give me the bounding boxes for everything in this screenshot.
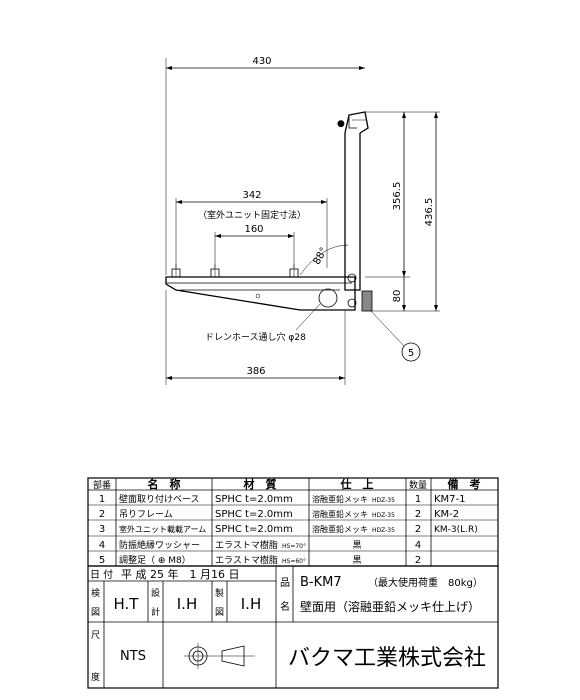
dim-inner-width: 160: [214, 224, 295, 268]
mount-width-label: 342: [242, 190, 261, 201]
row-material: SPHC t=2.0mm: [215, 494, 293, 505]
dim-angle: 88°: [299, 244, 349, 276]
mount-bolt: [289, 264, 299, 278]
date-label: 日 付: [90, 568, 113, 581]
drain-note: ドレンホース通し穴 φ28: [205, 303, 321, 343]
adjusting-foot: [361, 290, 373, 312]
row-finish: 溶融亜鉛メッキ: [312, 524, 368, 534]
row-finish-code: HDZ-35: [372, 527, 395, 534]
mount-bolt: [210, 264, 220, 278]
table-row: 4 防振絶縁ワッシャー エラストマ樹脂 HS=70° 黒 4: [99, 539, 421, 551]
dim-mount-width: 342 （室外ユニット固定寸法）: [175, 190, 328, 268]
row-qty: 2: [415, 555, 421, 566]
dim-heights: 356.5 436.5 80: [365, 111, 440, 312]
row-qty: 1: [415, 494, 421, 505]
table-row: 5 調整足（ ⊕ M8） エラストマ樹脂 HS=60° 黒 2: [99, 554, 421, 566]
table-header: 部番 名 称 材 質 仕 上 数量 備 考: [93, 477, 481, 491]
row-finish: 溶融亜鉛メッキ: [312, 509, 368, 519]
inspector: H.T: [114, 595, 140, 613]
row-name: 調整足（ ⊕ M8）: [119, 554, 191, 566]
projection-symbol-icon: [184, 643, 255, 669]
scale-value: NTS: [120, 649, 146, 664]
row-material: エラストマ樹脂: [215, 554, 278, 566]
row-no: 5: [99, 555, 105, 566]
row-finish-code: HDZ-35: [372, 497, 395, 504]
name-label: 名: [280, 600, 290, 613]
table-row: 1 壁面取り付けベース SPHC t=2.0mm 溶融亜鉛メッキ HDZ-35 …: [99, 493, 466, 505]
row-material-code: HS=70°: [282, 543, 306, 550]
table-row: 2 吊りフレーム SPHC t=2.0mm 溶融亜鉛メッキ HDZ-35 2 K…: [99, 509, 459, 520]
row-no: 3: [99, 524, 105, 535]
product-name: 壁面用（溶融亜鉛メッキ仕上げ）: [300, 599, 480, 614]
row-no: 2: [99, 509, 105, 520]
row-remarks: KM7-1: [434, 494, 466, 505]
row-name: 吊りフレーム: [119, 509, 173, 520]
drain-hole: [318, 288, 338, 308]
design-label-1: 設: [151, 587, 160, 599]
row-remarks: KM-3(L.R): [434, 525, 478, 535]
header-material: 材 質: [244, 477, 277, 491]
row-name: 壁面取り付けベース: [119, 493, 200, 505]
mount-note: （室外ユニット固定寸法）: [198, 209, 306, 221]
row-qty: 2: [415, 509, 421, 520]
bottom-width-label: 386: [246, 366, 265, 377]
parts-table: 部番 名 称 材 質 仕 上 数量 備 考 1 壁面取り付けベース SPHC t…: [87, 477, 499, 567]
row-no: 1: [99, 494, 105, 505]
dim-overall-width: 430: [165, 56, 365, 275]
company-name: バクマ工業株式会社: [288, 646, 486, 671]
table-row: 3 室外ユニット載載アーム SPHC t=2.0mm 溶融亜鉛メッキ HDZ-3…: [99, 524, 478, 535]
row-material: エラストマ樹脂: [215, 539, 278, 551]
product-code: B-KM7: [300, 575, 342, 590]
drafter-label-1: 製: [215, 587, 224, 599]
overall-width-label: 430: [252, 56, 271, 67]
inspect-label-2: 図: [91, 607, 100, 618]
row-finish: 黒: [352, 555, 361, 566]
row-finish: 黒: [352, 540, 361, 551]
header-name: 名 称: [148, 477, 181, 491]
inspect-label-1: 検: [91, 587, 100, 599]
row-finish: 溶融亜鉛メッキ: [312, 494, 368, 504]
support-arm: [165, 264, 357, 311]
drafter-label-2: 図: [215, 607, 224, 618]
row-qty: 4: [415, 540, 421, 551]
product-label: 品: [280, 577, 290, 589]
title-block: 日 付 平 成 25 年 1 月16 日 品 名 B-KM7 （最大使用荷重 8…: [87, 565, 499, 689]
drafter: I.H: [241, 595, 261, 613]
product-load: （最大使用荷重 80kg）: [368, 576, 483, 589]
header-finish: 仕 上: [340, 477, 374, 491]
row-no: 4: [99, 540, 105, 551]
height-total-label: 436.5: [424, 198, 435, 227]
header-remarks: 備 考: [448, 477, 481, 491]
row-name: 室外ユニット載載アーム: [119, 524, 206, 534]
mount-bolt: [171, 264, 181, 278]
height-lower-label: 80: [392, 290, 403, 303]
row-material: SPHC t=2.0mm: [215, 509, 293, 520]
scale-label-1: 尺: [91, 630, 100, 641]
row-name: 防振絶縁ワッシャー: [119, 539, 200, 551]
scale-label-2: 度: [91, 671, 100, 683]
dim-bottom-width: 386: [165, 290, 346, 385]
design-label-2: 計: [151, 606, 160, 618]
row-material: SPHC t=2.0mm: [215, 524, 293, 535]
label-top-hook: ●: [337, 119, 345, 129]
designer: I.H: [177, 595, 197, 613]
bracket-drawing: 430 ● 342 （室外ユニット固定寸法） 160: [165, 56, 440, 385]
height-upper-label: 356.5: [392, 182, 403, 211]
row-finish-code: HDZ-35: [372, 512, 395, 519]
wall-base: ●: [337, 111, 369, 291]
drain-hole-label: ドレンホース通し穴 φ28: [205, 331, 306, 343]
inner-width-label: 160: [244, 224, 263, 235]
balloon-5: 5: [369, 309, 421, 362]
row-qty: 2: [415, 524, 421, 535]
row-material-code: HS=60°: [282, 558, 306, 565]
header-qty: 数量: [409, 479, 427, 491]
row-remarks: KM-2: [434, 509, 459, 520]
date-value: 平 成 25 年 1 月16 日: [121, 567, 239, 581]
header-no: 部番: [93, 479, 111, 491]
balloon-label: 5: [408, 348, 414, 359]
